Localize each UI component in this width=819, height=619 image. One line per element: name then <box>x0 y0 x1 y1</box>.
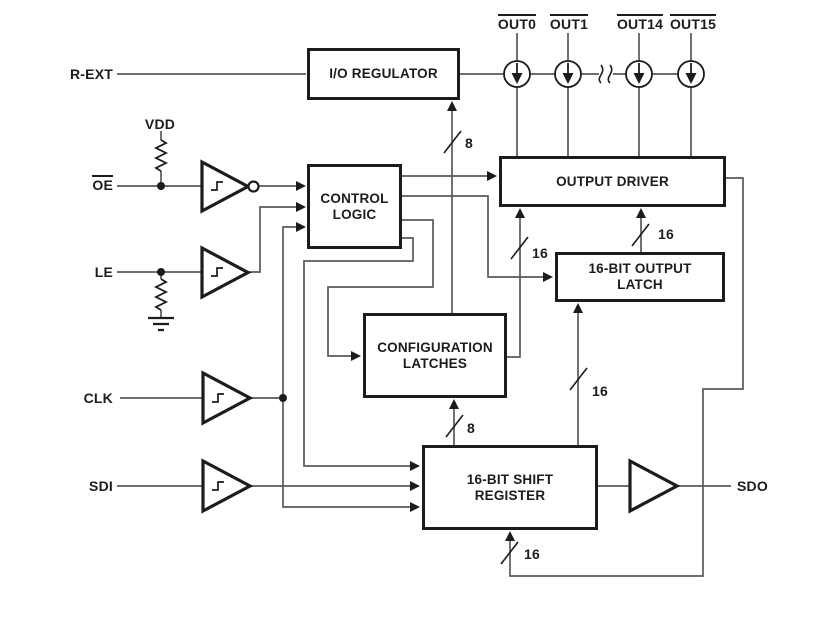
sdo-output-buffer-icon <box>628 458 681 514</box>
wire-controllogic-to-latch <box>402 195 544 278</box>
bus-width-regulator: 8 <box>465 135 473 151</box>
oe-schmitt-buffer-icon <box>200 159 252 214</box>
clk-schmitt-buffer-icon <box>201 370 254 426</box>
pin-label-out15-text: OUT15 <box>669 14 717 32</box>
pin-label-out1: OUT1 <box>549 14 589 32</box>
le-schmitt-buffer-icon <box>200 245 252 300</box>
schmitt-glyph-oe <box>211 181 223 191</box>
inverter-bubble-icon <box>247 180 260 193</box>
pin-label-sdi: SDI <box>89 478 113 494</box>
pin-label-out14-text: OUT14 <box>616 14 664 32</box>
bus-width-latch-to-driver: 16 <box>658 226 674 242</box>
schmitt-glyph-sdi <box>212 481 224 491</box>
wire-controllogic-to-configlatches <box>327 219 434 357</box>
wires <box>117 33 744 577</box>
pin-label-out1-text: OUT1 <box>549 14 589 32</box>
wire-feedback-bus <box>509 177 744 577</box>
arrowheads <box>296 101 646 541</box>
block-config-latches: CONFIGURATION LATCHES <box>363 313 507 398</box>
block-output-driver-label: OUTPUT DRIVER <box>556 173 669 189</box>
current-source-out14-icon <box>625 60 653 88</box>
current-source-out1-icon <box>554 60 582 88</box>
current-source-out0-icon <box>503 60 531 88</box>
vdd-pullup-resistor-icon <box>153 139 169 172</box>
pin-label-sdo: SDO <box>737 478 768 494</box>
schmitt-glyph-clk <box>212 393 224 403</box>
wire-config-to-driver-bus <box>507 216 521 358</box>
bus-width-config-to-driver: 16 <box>532 245 548 261</box>
block-io-regulator: I/O REGULATOR <box>307 48 460 100</box>
pin-label-out0: OUT0 <box>497 14 537 32</box>
pin-label-vdd: VDD <box>144 116 176 132</box>
input-buffers <box>200 159 681 514</box>
pin-label-le: LE <box>94 264 113 280</box>
wire-controllogic-to-shiftregister <box>303 237 414 467</box>
ground-icon <box>148 316 174 332</box>
schmitt-hysteresis-glyphs <box>211 181 224 491</box>
pin-label-out15: OUT15 <box>669 14 717 32</box>
junction-le <box>157 268 165 276</box>
bus-width-feedback: 16 <box>524 546 540 562</box>
wire-clk <box>120 226 411 508</box>
pin-label-rext: R-EXT <box>70 66 113 82</box>
sdi-schmitt-buffer-icon <box>201 458 254 514</box>
block-control-logic: CONTROL LOGIC <box>307 164 402 249</box>
pin-label-oe-text: OE <box>92 175 113 193</box>
block-shift-register: 16-BIT SHIFT REGISTER <box>422 445 598 530</box>
block-control-logic-label: CONTROL LOGIC <box>320 190 389 222</box>
pin-label-out0-text: OUT0 <box>497 14 537 32</box>
pin-label-oe: OE <box>39 175 113 193</box>
junction-oe <box>157 182 165 190</box>
junction-clk <box>279 394 287 402</box>
rail-break-icon <box>598 64 613 84</box>
junction-dots <box>157 182 287 402</box>
block-output-latch-label: 16-BIT OUTPUT LATCH <box>588 261 692 292</box>
block-output-driver: OUTPUT DRIVER <box>499 156 726 207</box>
current-source-out15-icon <box>677 60 705 88</box>
block-config-latches-label: CONFIGURATION LATCHES <box>377 339 493 371</box>
wire-out-columns <box>516 33 692 156</box>
bus-width-config-input: 8 <box>467 420 475 436</box>
current-source-icons <box>503 60 705 88</box>
pin-label-clk: CLK <box>83 390 113 406</box>
bus-width-shift-to-latch: 16 <box>592 383 608 399</box>
bus-width-slashes <box>443 130 650 565</box>
block-shift-register-label: 16-BIT SHIFT REGISTER <box>466 471 554 503</box>
schmitt-glyph-le <box>211 267 223 277</box>
pin-label-out14: OUT14 <box>616 14 664 32</box>
le-pulldown-resistor-icon <box>153 278 169 311</box>
block-output-latch: 16-BIT OUTPUT LATCH <box>555 252 725 302</box>
block-io-regulator-label: I/O REGULATOR <box>329 66 438 81</box>
